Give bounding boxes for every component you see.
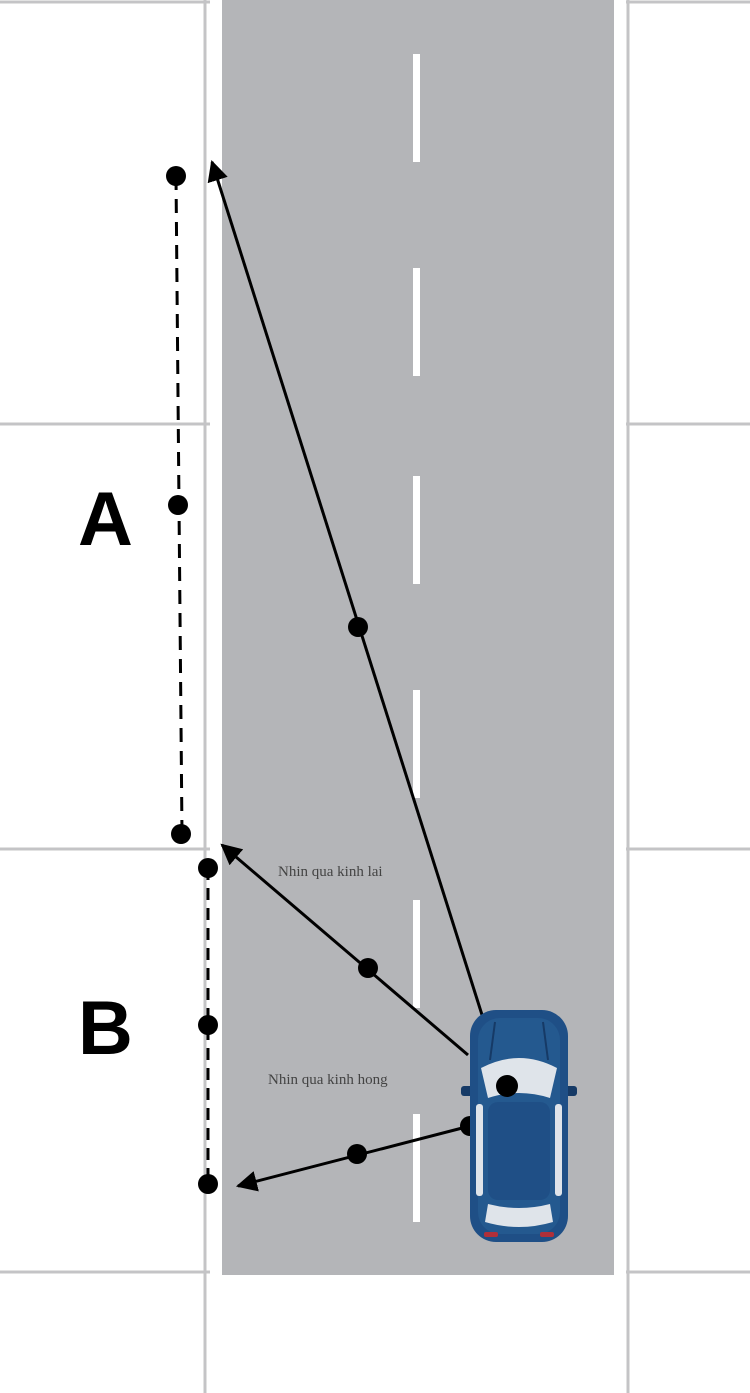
lane-divider: [413, 54, 420, 1222]
zone-b-dot-middle: [198, 1015, 218, 1035]
lane-dash: [413, 900, 420, 1008]
rear-view-arrow: [220, 843, 469, 1057]
zone-a-bracket: [166, 166, 191, 844]
lane-dash: [413, 1114, 420, 1222]
rear-view-arrow-dot: [358, 958, 378, 978]
side-view-caption: Nhin qua kinh hong: [268, 1072, 388, 1088]
side-view-arrow-dot: [347, 1144, 367, 1164]
zone-b-dot-bottom: [198, 1174, 218, 1194]
zone-a-label: A: [78, 477, 133, 562]
zone-a-dot-middle: [168, 495, 188, 515]
car-rear-window: [485, 1204, 553, 1227]
car-roof: [488, 1102, 550, 1200]
lane-dash: [413, 54, 420, 162]
zone-b-dot-top: [198, 858, 218, 878]
road-edge-right: [614, 0, 626, 1275]
zone-b-label: B: [78, 986, 133, 1071]
rear-view-caption: Nhin qua kinh lai: [278, 864, 383, 880]
car-icon: [461, 1010, 577, 1242]
road: [210, 0, 626, 1275]
long-view-arrow: [207, 159, 485, 1019]
road-edge-left: [210, 0, 222, 1275]
lane-dash: [413, 268, 420, 376]
lane-dash: [413, 476, 420, 584]
car-tail-light-left: [484, 1232, 498, 1237]
zone-b-bracket: [198, 858, 218, 1194]
car-hood-line-left: [489, 1021, 496, 1061]
lane-dash: [413, 690, 420, 798]
car-windshield: [481, 1058, 557, 1098]
car-side-window-left: [476, 1104, 483, 1196]
zone-a-dot-bottom: [171, 824, 191, 844]
driver-position-dot: [496, 1075, 518, 1097]
car-side-window-right: [555, 1104, 562, 1196]
long-view-arrow-dot: [348, 617, 368, 637]
car-hood-line-right: [542, 1021, 549, 1061]
car-tail-light-right: [540, 1232, 554, 1237]
zone-a-dot-top: [166, 166, 186, 186]
